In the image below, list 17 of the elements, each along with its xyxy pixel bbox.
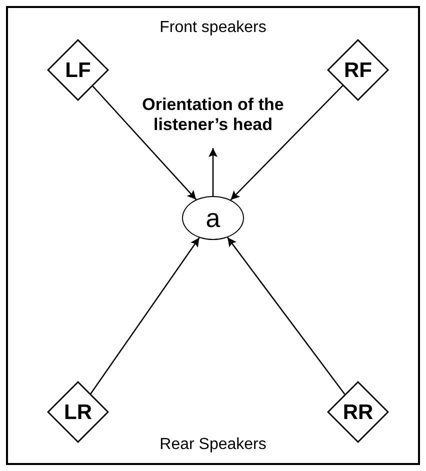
- node-label: LR: [64, 402, 92, 422]
- arrow: [208, 148, 218, 196]
- speaker-diamond: [47, 39, 109, 101]
- arrow: [92, 86, 197, 200]
- caption-text: Front speakers: [158, 18, 268, 38]
- node-label: LF: [65, 60, 91, 80]
- arrow: [230, 85, 344, 200]
- node-label: RR: [342, 402, 374, 422]
- arrow: [227, 237, 346, 395]
- speaker-diamond: [327, 381, 389, 443]
- speaker-diamond: [327, 39, 389, 101]
- node-label: RF: [344, 60, 372, 80]
- speaker-diamond: [47, 381, 109, 443]
- node-label: a: [206, 205, 220, 231]
- caption-text: Rear Speakers: [158, 435, 268, 455]
- node-label: Orientation of the listener’s head: [141, 95, 285, 135]
- arrow: [90, 237, 200, 394]
